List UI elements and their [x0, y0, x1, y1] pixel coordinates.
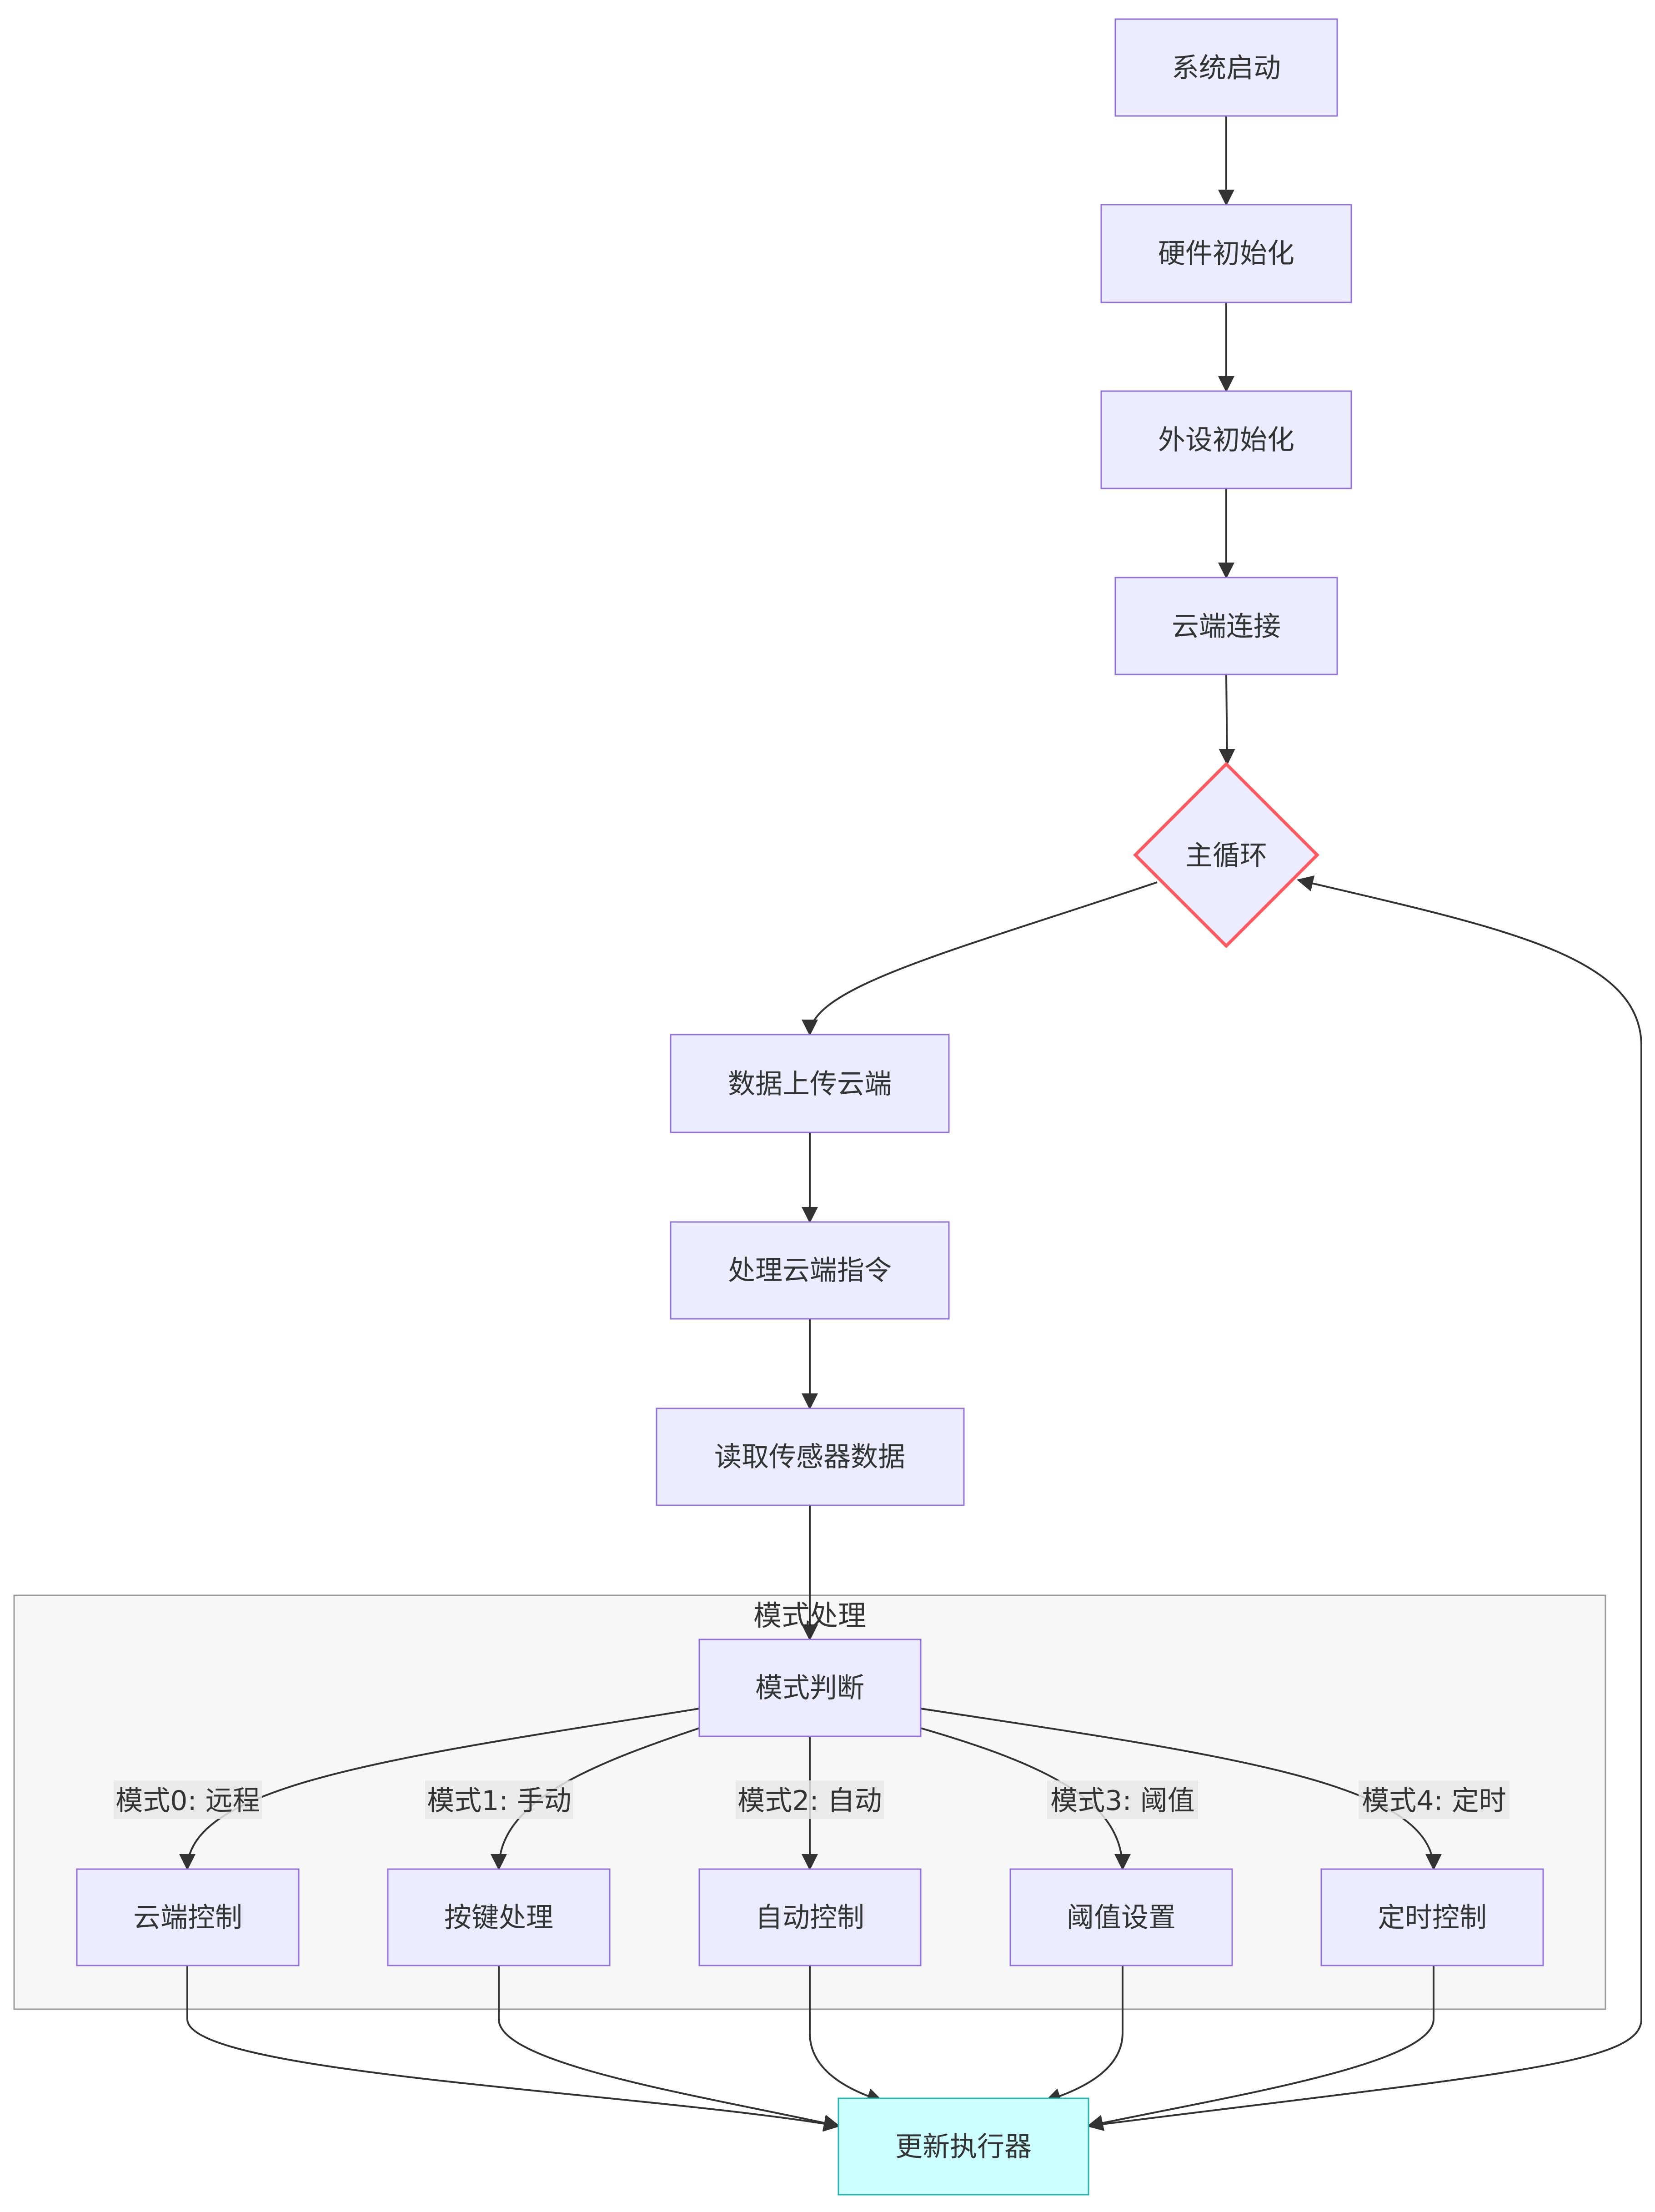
node-mode-judge: 模式判断: [698, 1639, 922, 1737]
edge-label-mode1: 模式1: 手动: [425, 1780, 573, 1819]
node-label: 处理云端指令: [728, 1255, 892, 1287]
edge-modejudge-cloudctrl: [179, 1708, 700, 1870]
node-label: 外设初始化: [1158, 424, 1294, 456]
node-label: 按键处理: [444, 1902, 553, 1934]
node-read-sensor: 读取传感器数据: [656, 1408, 965, 1506]
node-label: 阈值设置: [1067, 1902, 1176, 1934]
edge-modejudge-timer: [920, 1708, 1442, 1870]
node-main-loop-decision: 主循环: [1133, 762, 1319, 948]
node-label: 硬件初始化: [1158, 238, 1294, 270]
node-auto-ctrl: 自动控制: [698, 1868, 922, 1966]
edge-label-mode0: 模式0: 远程: [114, 1780, 262, 1819]
node-cloud-cmd: 处理云端指令: [670, 1221, 950, 1320]
edge-keyproc-update: [498, 1966, 840, 2131]
edge-label-text: 模式3: 阈值: [1050, 1785, 1194, 1817]
edge-label-mode3: 模式3: 阈值: [1047, 1780, 1198, 1819]
edge-threshold-update: [1044, 1966, 1123, 2104]
node-cloud-ctrl: 云端控制: [76, 1868, 300, 1966]
nodes: 系统启动 硬件初始化 外设初始化 云端连接 主循环 数据上传云端 处理云端指令: [76, 18, 1544, 2196]
node-cloud-connect: 云端连接: [1114, 577, 1338, 675]
edge-timer-update: [1087, 1966, 1434, 2131]
edge-label-text: 模式4: 定时: [1362, 1785, 1506, 1817]
node-timer-ctrl: 定时控制: [1320, 1868, 1544, 1966]
edge-label-mode2: 模式2: 自动: [736, 1780, 884, 1819]
node-periph-init: 外设初始化: [1100, 390, 1352, 489]
edges: [179, 116, 1642, 2132]
edge-cloud-mainloop: [1219, 674, 1235, 765]
edge-label-text: 模式0: 远程: [115, 1785, 260, 1817]
node-hw-init: 硬件初始化: [1100, 204, 1352, 303]
node-label: 系统启动: [1172, 52, 1281, 84]
edge-label-mode4: 模式4: 定时: [1359, 1780, 1510, 1819]
node-label: 更新执行器: [895, 2131, 1032, 2163]
edge-label-text: 模式2: 自动: [737, 1785, 882, 1817]
node-update-actuator: 更新执行器: [838, 2097, 1089, 2196]
node-key-proc: 按键处理: [387, 1868, 611, 1966]
node-label: 数据上传云端: [728, 1068, 892, 1100]
edge-autoctrl-update: [809, 1966, 883, 2104]
node-upload: 数据上传云端: [670, 1034, 950, 1133]
node-label: 云端控制: [133, 1902, 242, 1934]
node-label: 读取传感器数据: [714, 1441, 905, 1473]
node-label: 云端连接: [1172, 611, 1281, 643]
node-start: 系统启动: [1114, 18, 1338, 117]
edge-update-mainloop: [1088, 875, 1642, 2127]
edge-labels: 模式0: 远程 模式1: 手动 模式2: 自动 模式3: 阈值 模式4: 定时: [114, 1780, 1510, 1819]
node-label: 主循环: [1185, 840, 1267, 872]
node-threshold-set: 阈值设置: [1009, 1868, 1233, 1966]
edge-label-text: 模式1: 手动: [427, 1785, 571, 1817]
edge-cloudctrl-update: [186, 1966, 840, 2132]
edge-mainloop-upload: [802, 881, 1158, 1036]
node-label: 自动控制: [755, 1902, 864, 1934]
node-label: 定时控制: [1378, 1902, 1487, 1934]
node-label: 模式判断: [755, 1672, 864, 1704]
